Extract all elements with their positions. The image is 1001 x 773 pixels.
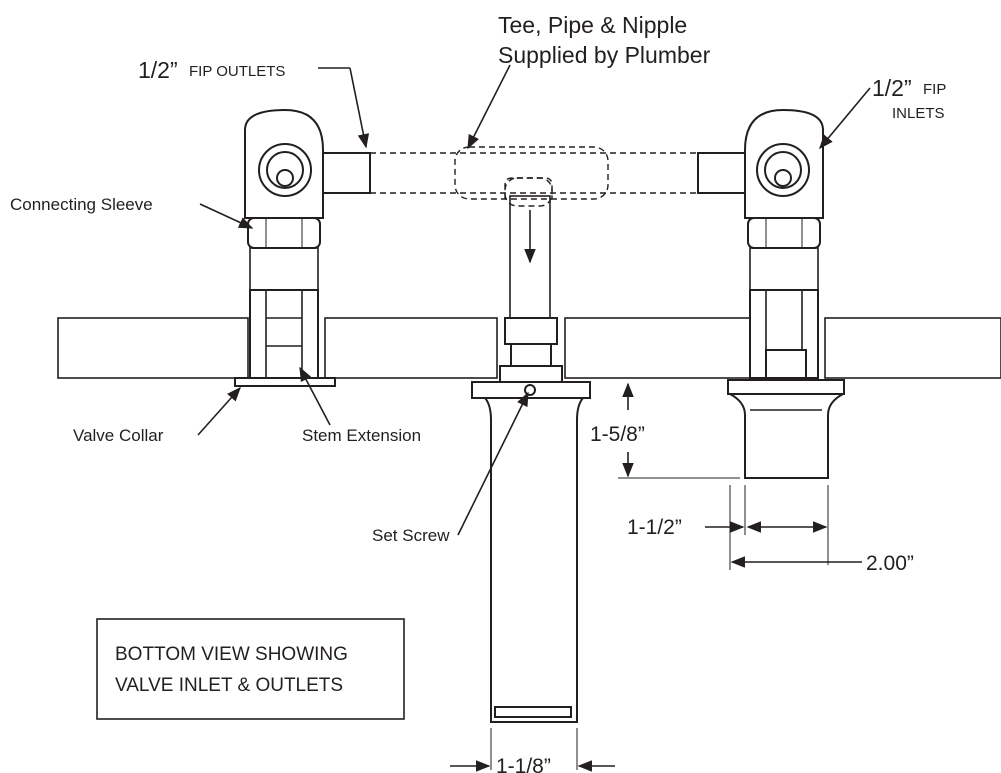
right-handle-base — [727, 379, 845, 479]
inlets-label-type2: INLETS — [892, 105, 945, 122]
note-line1: BOTTOM VIEW SHOWING — [115, 644, 348, 665]
center-spout — [471, 195, 591, 723]
note-line2: VALVE INLET & OUTLETS — [115, 675, 343, 696]
set-screw-label: Set Screw — [372, 526, 450, 545]
dimension-height: 1-5/8” — [590, 423, 645, 446]
inlets-label-size: 1/2” — [872, 75, 912, 101]
outlets-label-size: 1/2” — [138, 57, 178, 83]
dimension-inner-width: 1-1/2” — [627, 516, 682, 539]
bottom-view-note-box: BOTTOM VIEW SHOWING VALVE INLET & OUTLET… — [96, 618, 405, 720]
dimension-spout-width: 1-1/8” — [496, 755, 551, 773]
dimension-outer-width: 2.00” — [866, 552, 914, 575]
dimension-lines — [450, 382, 862, 772]
right-valve-body — [697, 108, 824, 379]
outlets-label-type: FIP OUTLETS — [189, 63, 285, 80]
inlets-label-type1: FIP — [923, 81, 946, 98]
plumber-tee-pipe — [370, 146, 698, 207]
tee-label-line2: Supplied by Plumber — [498, 42, 711, 68]
stem-extension-label: Stem Extension — [302, 426, 421, 445]
connecting-sleeve-label: Connecting Sleeve — [10, 195, 153, 214]
left-valve-body — [234, 108, 371, 387]
valve-collar-label: Valve Collar — [73, 426, 164, 445]
tee-label-line1: Tee, Pipe & Nipple — [498, 12, 687, 38]
leader-lines — [197, 64, 871, 536]
